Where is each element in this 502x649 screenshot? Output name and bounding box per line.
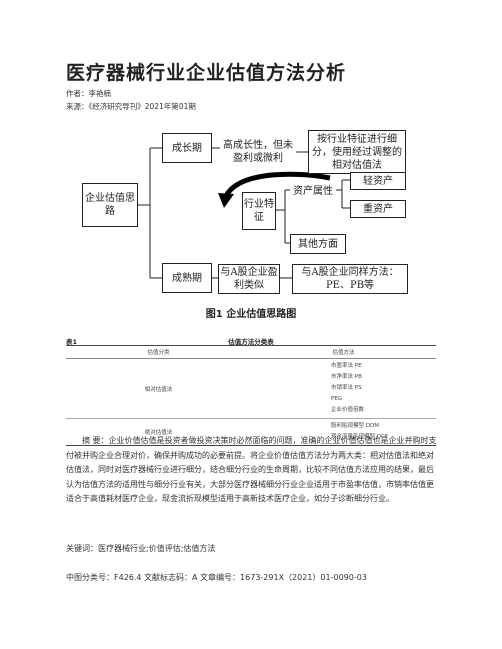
method-item: 股利贴现模型 DDM	[331, 423, 379, 429]
diagram-light-asset: 轻资产	[350, 172, 406, 190]
method-item: PEG	[331, 396, 343, 402]
diagram-growth-stage: 成长期	[162, 133, 212, 163]
diagram-heavy-asset: 重资产	[350, 200, 406, 218]
arrowhead-icon	[218, 193, 234, 208]
valuation-flow-diagram	[138, 147, 350, 279]
table-label: 表1	[66, 338, 78, 346]
table-cell-category: 绝对估值法	[144, 430, 173, 436]
figure-caption: 图1 企业估值思路图	[205, 309, 297, 320]
method-item: 市净率法 PB	[331, 374, 362, 380]
table-cell-category: 相对估值法	[144, 386, 173, 393]
method-item: 企业价值倍数	[331, 407, 365, 413]
diagram-mature-desc: 与A股企业盈利类似	[218, 264, 280, 294]
table-header-method: 估值方法	[251, 345, 436, 359]
keywords: 关键词：医疗器械行业;价值评估;估值方法	[66, 544, 216, 553]
author-line: 作者：李艳楠	[66, 89, 111, 98]
method-item: 市销率法 PS	[331, 385, 362, 391]
method-item: 市盈率法 PE	[331, 363, 362, 369]
method-item: 现金流量贴现模型 DCF	[331, 434, 388, 440]
valuation-methods-table: 估值分类 估值方法 相对估值法 市盈率法 PE 市净率法 PB 市销率法 PS …	[66, 345, 436, 446]
diagram-growth-desc: 高成长性，但未盈利或微利	[220, 136, 296, 168]
classification-line: 中图分类号：F426.4 文献标志码：A 文章编号：1673-291X（2021…	[66, 573, 367, 582]
diagram-growth-method: 按行业特征进行细分，使用经过调整的相对估值法	[308, 130, 406, 174]
diagram-mature-method: 与A股企业同样方法：PE、PB等	[292, 264, 408, 294]
diagram-other: 其他方面	[290, 234, 346, 254]
table-row: 相对估值法 市盈率法 PE 市净率法 PB 市销率法 PS PEG 企业价值倍数	[66, 359, 436, 419]
source-line: 来源：《经济研究导刊》2021年第01期	[66, 102, 196, 111]
diagram-root: 企业估值思路	[82, 183, 138, 227]
diagram-asset-attr: 资产属性	[290, 181, 336, 201]
diagram-features: 行业特征	[242, 192, 276, 230]
curved-arrow-icon	[223, 171, 331, 198]
table-row: 绝对估值法 股利贴现模型 DDM 现金流量贴现模型 DCF	[66, 419, 436, 446]
page-title: 医疗器械行业企业估值方法分析	[66, 62, 347, 84]
diagram-mature-stage: 成熟期	[162, 263, 212, 293]
abstract: 摘 要：企业价值估值是投资者做投资决策时必然面临的问题，准确的企业价值估值也是企…	[66, 436, 437, 503]
table-title: 估值方法分类表	[228, 338, 274, 346]
table-header-category: 估值分类	[66, 345, 251, 359]
